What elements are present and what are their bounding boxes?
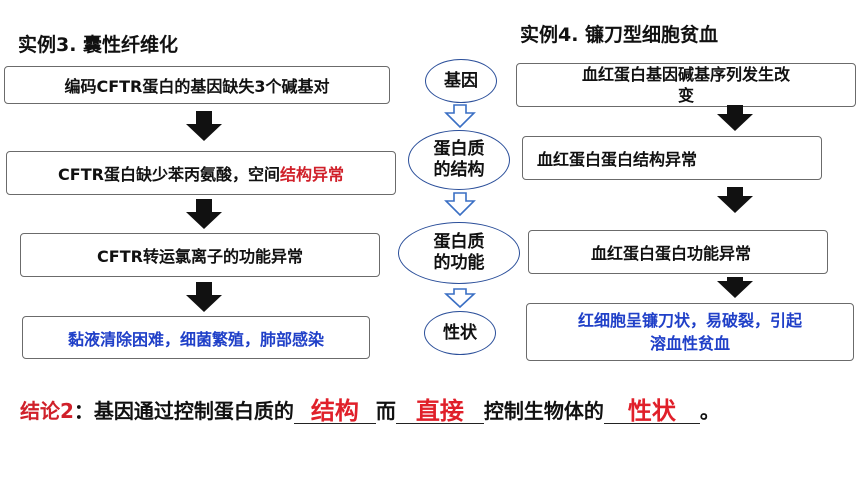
trait-node: 性状 [424, 311, 496, 355]
hb-symptom-text-1: 红细胞呈镰刀状，易破裂，引起 [577, 311, 802, 330]
protein-function-node: 蛋白质的功能 [398, 222, 520, 284]
left-arrows [186, 111, 222, 312]
hollow-arrow-down-icon [444, 104, 476, 129]
left-title: 实例3. 囊性纤维化 [18, 34, 179, 56]
answer-3: 性状 [627, 397, 676, 425]
gene-node-label: 基因 [444, 70, 478, 91]
trait-node-label: 性状 [443, 322, 477, 343]
cftr-gene-text: 编码CFTR蛋白的基因缺失3个碱基对 [64, 77, 330, 96]
arrow-down-icon [186, 282, 222, 312]
conclusion-text-3: 控制生物体的 [483, 399, 604, 423]
conclusion-end: 。 [699, 399, 720, 423]
right-title: 实例4. 镰刀型细胞贫血 [520, 24, 719, 46]
hb-symptom-text-2: 溶血性贫血 [649, 334, 730, 353]
protein-structure-node: 蛋白质的结构 [408, 130, 510, 190]
conclusion-line: 结论2：基因通过控制蛋白质的结构而直接控制生物体的性状。 [20, 395, 720, 425]
cftr-function-text: CFTR转运氯离子的功能异常 [97, 247, 303, 266]
hollow-arrow-down-icon [444, 192, 476, 217]
hb-gene-text-2: 变 [677, 86, 694, 105]
arrow-down-icon [186, 111, 222, 141]
answer-1: 结构 [310, 397, 359, 425]
hb-structure-box: 血红蛋白蛋白结构异常 [522, 136, 822, 180]
protein-function-label: 蛋白质的功能 [433, 232, 485, 273]
conclusion-label: 结论2 [20, 399, 74, 423]
cftr-structure-text: CFTR蛋白缺少苯丙氨酸，空间结构异常 [58, 165, 344, 184]
middle-arrows [443, 104, 477, 309]
cftr-symptom-text: 黏液清除困难，细菌繁殖，肺部感染 [67, 329, 324, 349]
right-arrows [717, 105, 753, 298]
hb-function-box: 血红蛋白蛋白功能异常 [528, 230, 828, 274]
gene-node: 基因 [425, 59, 497, 103]
answer-blank-1: 结构 [293, 397, 376, 425]
conclusion-text-1: ：基因通过控制蛋白质的 [73, 399, 294, 423]
protein-structure-label: 蛋白质的结构 [433, 139, 485, 180]
arrow-down-icon [717, 277, 753, 298]
arrow-down-icon [186, 199, 222, 229]
hb-gene-box: 血红蛋白基因碱基序列发生改 变 [516, 63, 856, 107]
cftr-symptom-box: 黏液清除困难，细菌繁殖，肺部感染 [22, 316, 370, 359]
structure-abnormal-highlight: 结构异常 [279, 165, 344, 184]
hb-function-text: 血红蛋白蛋白功能异常 [591, 244, 752, 263]
answer-blank-2: 直接 [395, 397, 484, 425]
hb-structure-text: 血红蛋白蛋白结构异常 [537, 150, 698, 169]
arrow-down-icon [717, 187, 753, 213]
cftr-gene-box: 编码CFTR蛋白的基因缺失3个碱基对 [4, 66, 390, 104]
cftr-structure-box: CFTR蛋白缺少苯丙氨酸，空间结构异常 [6, 151, 396, 195]
hb-gene-text-1: 血红蛋白基因碱基序列发生改 [581, 65, 790, 84]
hollow-arrow-down-icon [443, 288, 477, 309]
conclusion-text-2: 而 [375, 399, 396, 423]
hb-symptom-box: 红细胞呈镰刀状，易破裂，引起 溶血性贫血 [526, 303, 854, 361]
cftr-function-box: CFTR转运氯离子的功能异常 [20, 233, 380, 277]
arrow-down-icon [717, 105, 753, 131]
answer-blank-3: 性状 [603, 397, 700, 425]
answer-2: 直接 [415, 397, 464, 425]
